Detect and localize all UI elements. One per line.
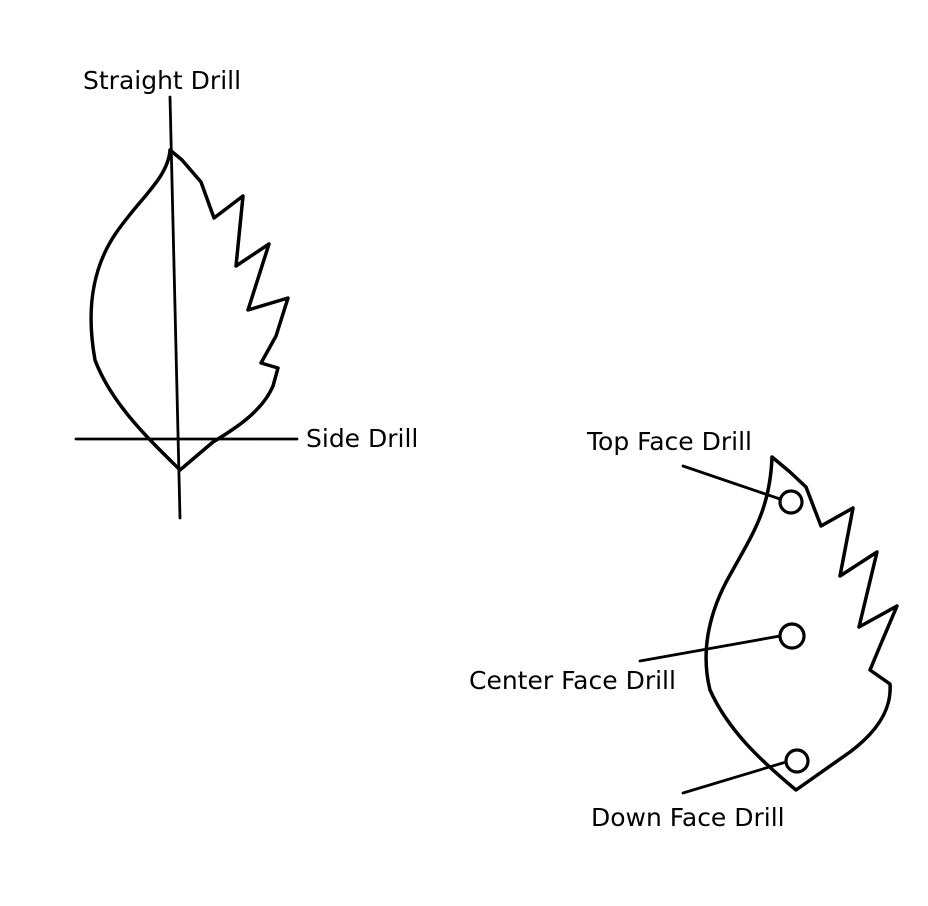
right-leaf-outline [704,455,899,792]
center-face-drill-hole [778,622,806,650]
top-face-drill-label: Top Face Drill [586,427,752,456]
down-face-drill-leader [681,760,788,795]
center-face-drill-label: Center Face Drill [469,666,676,695]
straight-drill-label: Straight Drill [83,66,241,95]
down-face-drill-hole [784,748,810,774]
left-leaf-outline [89,148,290,472]
straight-drill-line [168,95,182,520]
right-leaf-group: Top Face Drill Center Face Drill Down Fa… [469,427,899,832]
center-face-drill-leader [638,634,782,663]
down-face-drill-label: Down Face Drill [591,803,785,832]
top-face-drill-hole [778,489,804,515]
top-face-drill-leader [681,464,782,501]
side-drill-label: Side Drill [306,424,418,453]
left-leaf-group: Straight Drill Side Drill [74,66,418,520]
